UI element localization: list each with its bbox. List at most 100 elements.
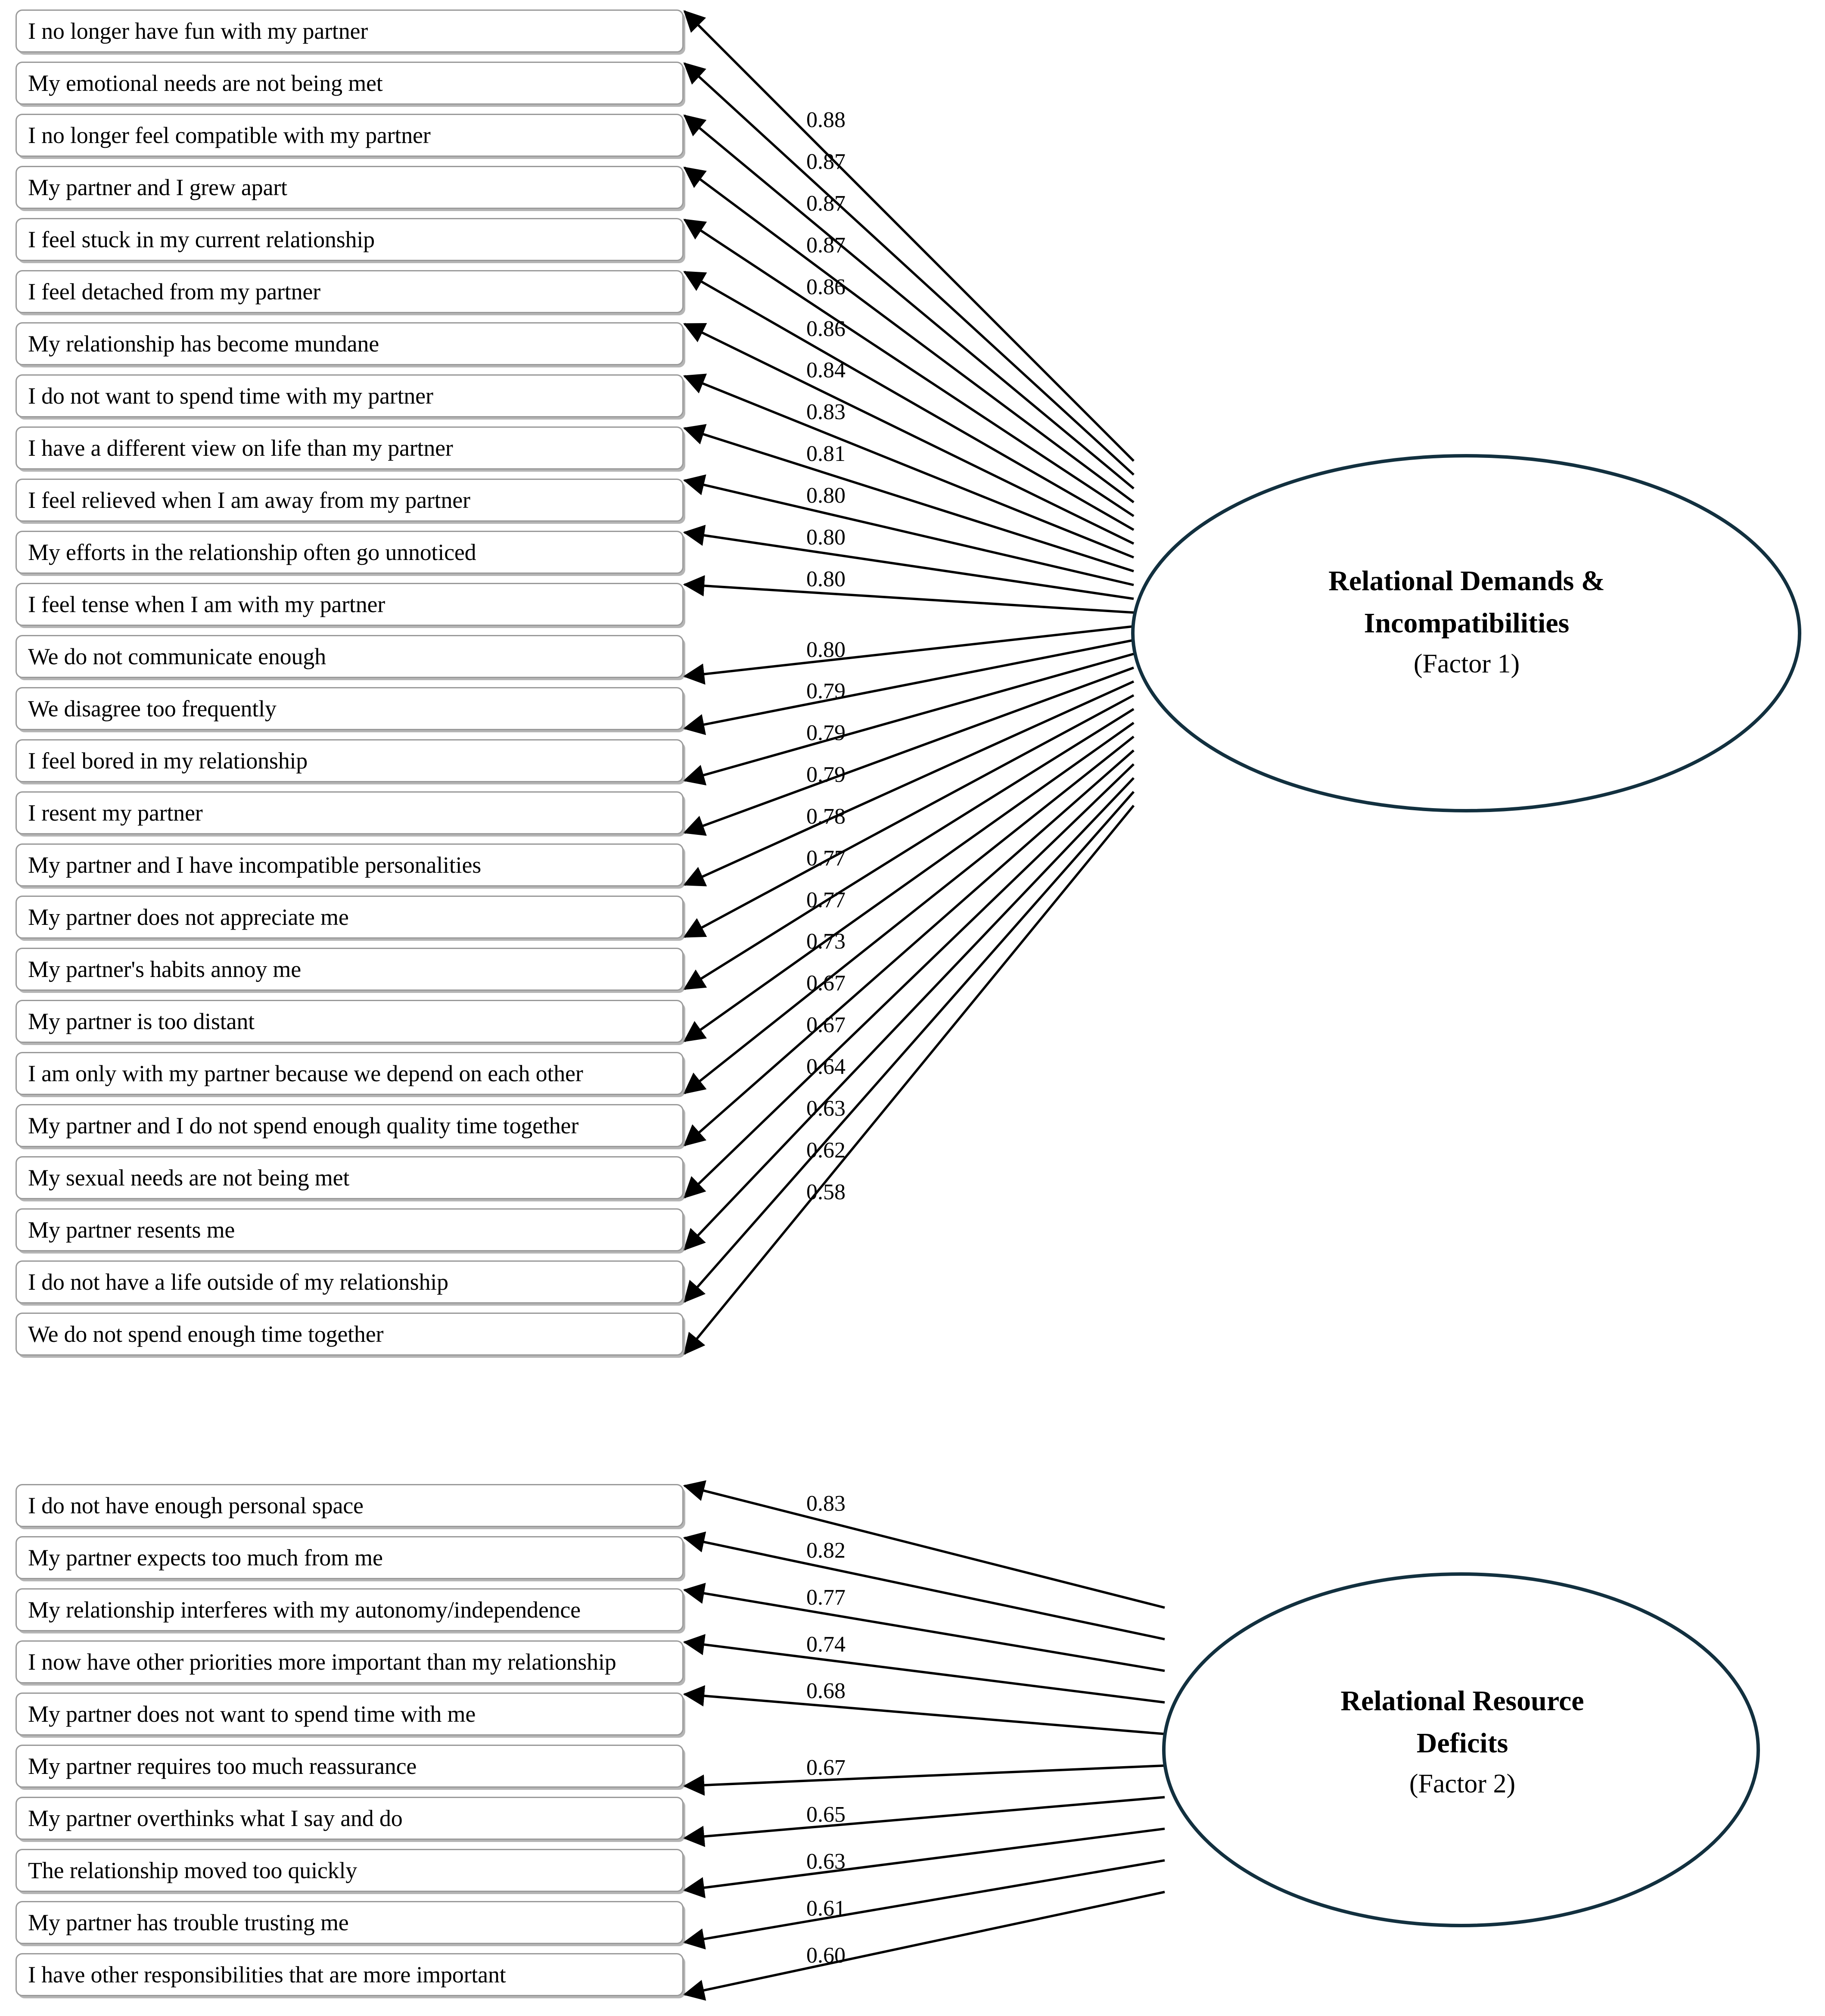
loading-value: 0.67 [806,1013,846,1038]
indicator-label: I no longer have fun with my partner [28,18,368,44]
loading-arrow [683,474,1134,586]
loading-arrow [683,1859,1165,1950]
indicator-label: My partner resents me [28,1216,235,1243]
indicator-box: My partner is too distant [16,1000,684,1043]
indicator-box: I have other responsibilities that are m… [16,1953,684,1996]
loading-arrow [683,1891,1165,2001]
indicator-box: I feel stuck in my current relationship [16,218,684,261]
loading-value: 0.64 [806,1055,846,1080]
indicator-box: My relationship interferes with my auton… [16,1588,684,1631]
loading-arrow [683,735,1135,1095]
loading-arrow [683,62,1135,476]
loading-arrow [683,1480,1165,1609]
loading-arrow [683,805,1135,1355]
indicator-box: My partner expects too much from me [16,1536,684,1579]
loading-arrow [683,1764,1165,1796]
indicator-box: I do not have enough personal space [16,1484,684,1527]
loading-value: 0.83 [806,1491,846,1516]
indicator-label: My partner does not appreciate me [28,904,349,930]
indicator-label: My partner overthinks what I say and do [28,1805,403,1831]
loading-value: 0.88 [806,108,846,133]
loading-arrow [683,749,1135,1147]
loading-value: 0.80 [806,483,846,508]
loading-value: 0.77 [806,887,846,912]
indicator-box: My partner's habits annoy me [16,948,684,991]
indicator-label: My partner requires too much reassurance [28,1753,417,1779]
indicator-label: I resent my partner [28,800,203,826]
loading-arrow [683,722,1135,1042]
loading-value: 0.84 [806,358,846,383]
indicator-box: I feel tense when I am with my partner [16,583,684,626]
factor1-title-line1: Relational Demands & [1328,565,1605,597]
indicator-label: The relationship moved too quickly [28,1857,358,1883]
loading-value: 0.68 [806,1679,846,1704]
loading-arrow [683,1634,1165,1704]
loading-value: 0.86 [806,316,846,341]
factor1-arrows [683,10,1135,1355]
loading-arrow [683,114,1135,490]
indicator-label: My sexual needs are not being met [28,1164,350,1191]
loading-arrow [683,653,1134,786]
indicator-label: My partner and I do not spend enough qua… [28,1112,579,1139]
indicator-label: We disagree too frequently [28,695,277,722]
indicator-label: My emotional needs are not being met [28,70,383,96]
loading-arrow [683,323,1135,545]
loading-arrow [683,625,1134,685]
loading-value: 0.80 [806,566,846,591]
loading-arrow [683,218,1135,517]
indicator-box: My sexual needs are not being met [16,1156,684,1199]
factor2-label-block: Relational Resource Deficits (Factor 2) [1163,1680,1762,1804]
indicator-box: My partner and I do not spend enough qua… [16,1104,684,1147]
indicator-label: My partner is too distant [28,1008,255,1034]
loading-arrow [683,1685,1165,1736]
indicator-label: I am only with my partner because we dep… [28,1060,583,1086]
indicator-box: My partner does not appreciate me [16,896,684,939]
indicator-label: I do not have a life outside of my relat… [28,1269,448,1295]
loading-arrow [683,575,1134,614]
loading-arrow [683,10,1135,462]
indicator-box: We do not spend enough time together [16,1313,684,1356]
loading-value: 0.86 [806,274,846,299]
indicator-label: My relationship interferes with my auton… [28,1596,581,1623]
loading-arrow [683,680,1135,887]
loading-value: 0.79 [806,721,846,746]
loading-value: 0.58 [806,1179,846,1204]
loading-arrow [683,1583,1165,1672]
indicator-label: I feel stuck in my current relationship [28,226,375,252]
loading-arrow [683,424,1134,572]
loading-value: 0.60 [806,1943,846,1968]
factor1-subtitle: (Factor 1) [1413,649,1520,679]
loading-value: 0.63 [806,1096,846,1121]
loading-arrow [683,525,1134,600]
loading-arrow [683,1796,1165,1847]
loading-value: 0.63 [806,1849,846,1874]
loading-arrow [683,639,1134,735]
indicator-box: My partner resents me [16,1208,684,1251]
indicator-label: My partner and I have incompatible perso… [28,852,482,878]
loading-value: 0.77 [806,1585,846,1610]
factor2-title-line1: Relational Resource [1340,1685,1584,1717]
loading-arrow [683,791,1135,1303]
loading-value: 0.80 [806,525,846,550]
indicator-box: I feel bored in my relationship [16,739,684,782]
indicator-label: We do not communicate enough [28,643,326,669]
loading-value: 0.79 [806,679,846,704]
indicator-box: My partner and I have incompatible perso… [16,843,684,887]
loading-arrow [683,373,1135,559]
indicator-box: I no longer have fun with my partner [16,9,684,53]
loading-arrow [683,166,1135,504]
indicator-label: My relationship has become mundane [28,330,379,357]
indicator-label: My partner's habits annoy me [28,956,301,982]
loading-arrow [683,708,1135,990]
indicator-box: I resent my partner [16,791,684,834]
indicator-box: I do not have a life outside of my relat… [16,1260,684,1304]
indicator-label: I have a different view on life than my … [28,435,453,461]
indicator-label: I no longer feel compatible with my part… [28,122,431,148]
factor2-title-line2: Deficits [1416,1727,1508,1759]
loading-value: 0.77 [806,846,846,871]
indicator-box: I feel relieved when I am away from my p… [16,479,684,522]
indicator-box: The relationship moved too quickly [16,1849,684,1892]
loading-arrow [683,694,1135,938]
loading-value: 0.62 [806,1138,846,1163]
